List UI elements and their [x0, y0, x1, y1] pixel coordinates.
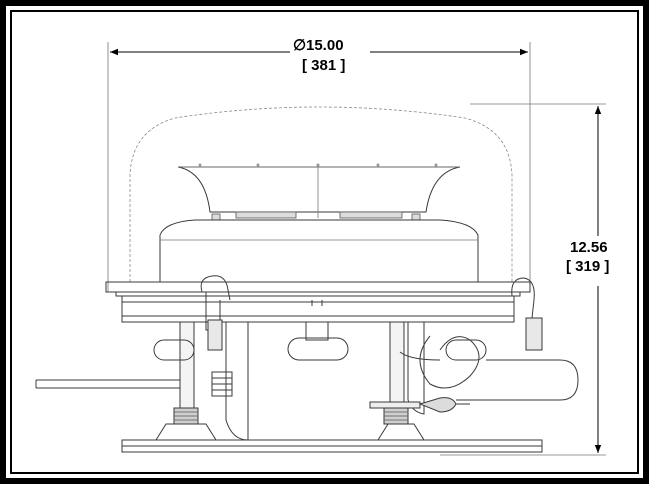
power-cable [35, 379, 180, 389]
latch-right [511, 277, 543, 351]
mount-column-left [173, 321, 199, 425]
latch-left [200, 275, 231, 351]
drawing-frame [10, 10, 639, 474]
diameter-inches: 15.00 [306, 37, 344, 54]
mounting-base [121, 423, 543, 453]
housing [159, 219, 479, 282]
mount-column-right [383, 321, 409, 425]
base-flange [105, 281, 531, 323]
width-dimension: ∅ 15.00 [ 381 ] [107, 37, 531, 292]
height-mm: [ 319 ] [566, 258, 609, 275]
diameter-symbol: ∅ [293, 37, 306, 54]
coiled-wire [399, 335, 579, 401]
cable-gland [211, 371, 233, 397]
lever-arm [369, 397, 470, 413]
height-dimension: 12.56 [ 319 ] [440, 103, 609, 456]
diameter-mm: [ 381 ] [302, 57, 345, 74]
center-body-right [407, 322, 425, 415]
center-body-left [225, 322, 249, 441]
led-array [211, 211, 421, 221]
lens-dome [129, 106, 513, 282]
side-fittings [153, 321, 487, 361]
reflector [177, 163, 461, 218]
height-inches: 12.56 [570, 239, 608, 256]
